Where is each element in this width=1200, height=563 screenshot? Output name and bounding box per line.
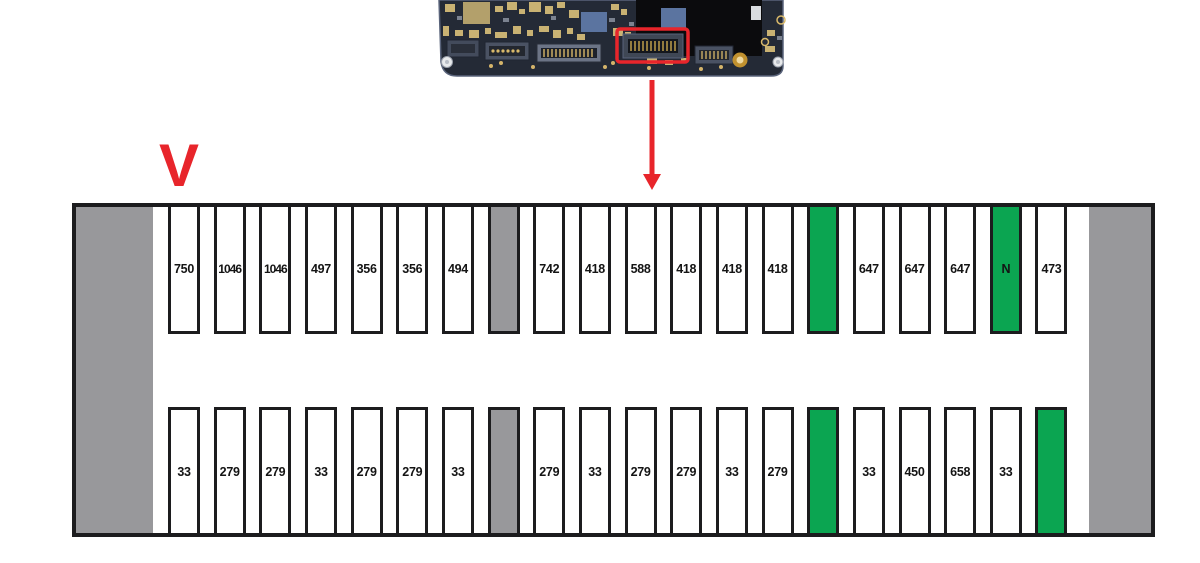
pin-value: 647 (858, 262, 879, 276)
pin-value: 497 (310, 262, 331, 276)
pin-value: 356 (356, 262, 377, 276)
pin-value: 279 (219, 464, 240, 479)
top-pin-5: 356 (350, 207, 383, 334)
bottom-pin-12: 279 (670, 407, 703, 533)
bottom-pin-17: 450 (898, 407, 931, 533)
pcb-photo-art (438, 0, 786, 77)
pin-value: 1046 (263, 262, 288, 276)
pin-value: 279 (265, 464, 286, 479)
bottom-pin-8 (487, 407, 520, 533)
top-pin-19: N (989, 207, 1022, 334)
top-pin-15 (807, 207, 840, 334)
bottom-pin-4: 33 (304, 407, 337, 533)
bottom-pin-9: 279 (533, 407, 566, 533)
top-pin-12: 418 (670, 207, 703, 334)
bottom-pin-14: 279 (761, 407, 794, 533)
pin-value: 33 (999, 464, 1013, 479)
pin-value: 279 (539, 464, 560, 479)
pin-value: 279 (767, 464, 788, 479)
pin-value: 418 (584, 262, 605, 276)
pin-value: 418 (767, 262, 788, 276)
top-pin-11: 588 (624, 207, 657, 334)
bottom-pin-18: 658 (944, 407, 977, 533)
pin-value: 450 (904, 464, 925, 479)
pin1-v-marker: V (159, 132, 200, 199)
top-pin-7: 494 (441, 207, 474, 334)
pin-value: N (1001, 262, 1011, 276)
bottom-pin-1: 33 (168, 407, 200, 533)
connector-pinout-diagram: 750 1046 1046 497 356 356 494 742 418 588 418 418 41… (72, 203, 1155, 537)
connector-end-block-left (76, 207, 153, 533)
connector-end-block-right (1089, 207, 1151, 533)
pin-value: 473 (1041, 262, 1062, 276)
pointer-arrow (630, 76, 674, 194)
pin-value: 1046 (218, 262, 242, 276)
pcb-photo (433, 0, 789, 86)
pin-value: 494 (447, 262, 468, 276)
connector-highlight-box (615, 27, 690, 64)
pin-value: 33 (314, 464, 328, 479)
bottom-pin-3: 279 (259, 407, 292, 533)
pin-value: 279 (356, 464, 377, 479)
pin-value: 418 (721, 262, 742, 276)
top-pin-17: 647 (898, 207, 931, 334)
pin-value: 588 (630, 262, 651, 276)
pin-value: 742 (539, 262, 560, 276)
top-pin-8 (487, 207, 520, 334)
pin-value: 658 (950, 464, 971, 479)
top-pin-3: 1046 (259, 207, 292, 334)
pin-value: 279 (630, 464, 651, 479)
pin-value: 356 (402, 262, 423, 276)
pin-row-top: 750 1046 1046 497 356 356 494 742 418 588 418 418 41… (168, 207, 1068, 334)
top-pin-20: 473 (1035, 207, 1068, 334)
bottom-pin-16: 33 (852, 407, 885, 533)
bottom-pin-15 (807, 407, 840, 533)
top-pin-18: 647 (944, 207, 977, 334)
bottom-pin-19: 33 (989, 407, 1022, 533)
bottom-pin-6: 279 (396, 407, 429, 533)
pin-row-bottom: 33 279 279 33 279 279 33 279 33 279 279 33 279 33 450 6… (168, 407, 1068, 533)
pin-value: 279 (676, 464, 697, 479)
pcb-connectors (446, 33, 734, 65)
top-pin-6: 356 (396, 207, 429, 334)
pin-value: 33 (177, 464, 191, 479)
bottom-pin-10: 33 (578, 407, 611, 533)
top-pin-16: 647 (852, 207, 885, 334)
pin-value: 33 (451, 464, 465, 479)
top-pin-10: 418 (578, 207, 611, 334)
top-pin-1: 750 (168, 207, 200, 334)
arrow-icon (643, 80, 661, 190)
bottom-pin-13: 33 (715, 407, 748, 533)
bottom-pin-7: 33 (441, 407, 474, 533)
top-pin-13: 418 (715, 207, 748, 334)
pin-value: 33 (725, 464, 739, 479)
top-pin-2: 1046 (213, 207, 246, 334)
pin-value: 418 (676, 262, 697, 276)
bottom-pin-20 (1035, 407, 1068, 533)
top-pin-9: 742 (533, 207, 566, 334)
bottom-pin-2: 279 (213, 407, 246, 533)
bottom-pin-5: 279 (350, 407, 383, 533)
pin-value: 647 (904, 262, 925, 276)
pin-value: 750 (174, 262, 194, 276)
bottom-pin-11: 279 (624, 407, 657, 533)
pin-value: 33 (588, 464, 602, 479)
pin-value: 279 (402, 464, 423, 479)
pin-value: 33 (862, 464, 876, 479)
top-pin-14: 418 (761, 207, 794, 334)
top-pin-4: 497 (304, 207, 337, 334)
pin-value: 647 (950, 262, 971, 276)
